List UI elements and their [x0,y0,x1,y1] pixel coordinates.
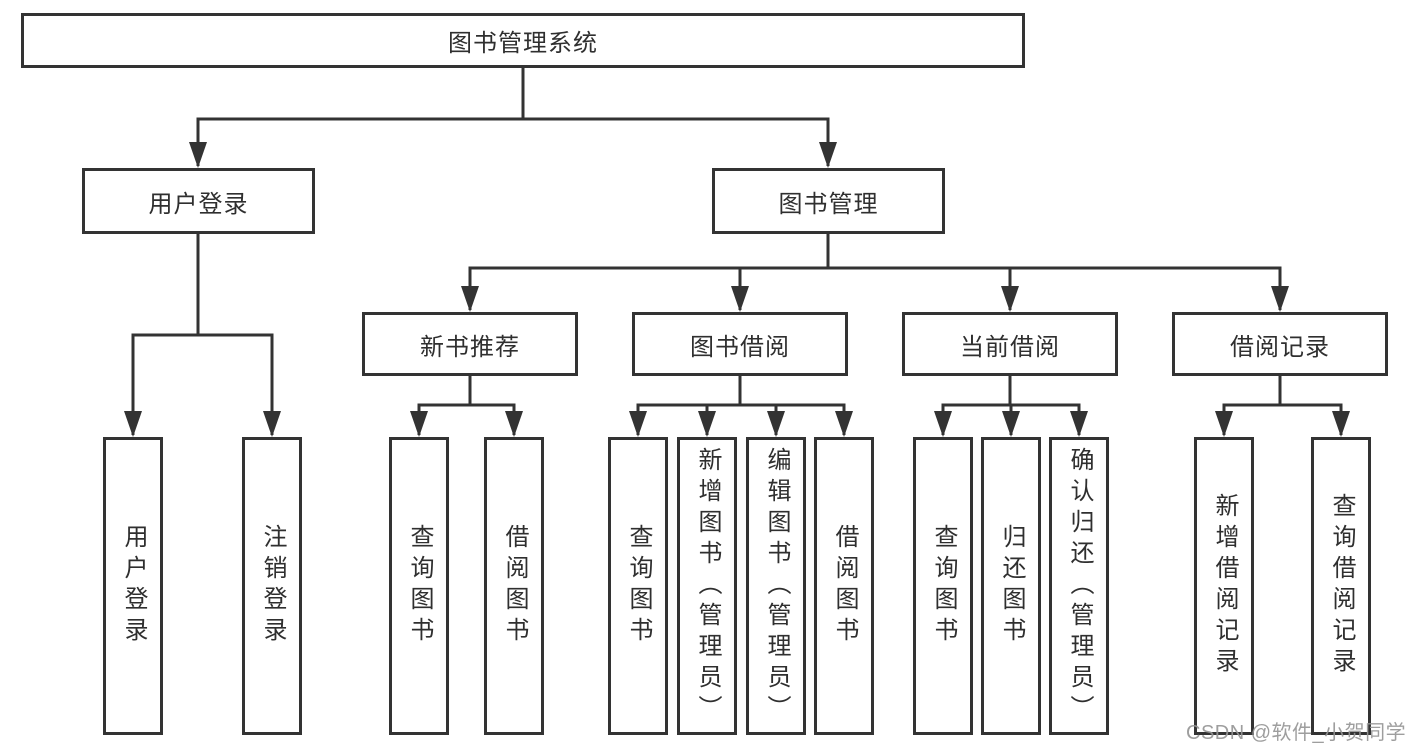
node-label: 归还图书 [998,524,1025,648]
leaf-confirm-return-admin: 确认归还（管理员） [1049,437,1109,735]
node-label: 用户登录 [120,524,147,648]
node-label: 查询图书 [406,524,433,648]
node-label: 确认归还（管理员） [1066,446,1093,726]
connector-currentborrow-to-leaves [934,375,1088,437]
leaf-user-login: 用户登录 [103,437,163,735]
node-label: 查询图书 [930,524,957,648]
node-label: 借阅记录 [1230,333,1330,361]
node-label: 当前借阅 [960,333,1060,361]
node-book-management: 图书管理 [712,168,945,234]
connector-borrowrecord-to-leaves [1215,375,1350,437]
csdn-watermark: CSDN @软件_小贺同学 [1186,722,1405,744]
node-current-borrow: 当前借阅 [902,312,1118,376]
node-user-login: 用户登录 [82,168,315,234]
leaf-edit-book-admin: 编辑图书（管理员） [746,437,806,735]
node-new-book-recommend: 新书推荐 [362,312,578,376]
leaf-borrow-books-recommend: 借阅图书 [484,437,544,735]
node-label: 注销登录 [259,524,286,648]
leaf-query-books-borrow: 查询图书 [608,437,668,735]
node-label: 新增借阅记录 [1211,493,1238,679]
node-label: 用户登录 [148,190,249,218]
node-book-borrow: 图书借阅 [632,312,848,376]
connector-bookborrow-to-leaves [629,375,853,437]
node-label: 借阅图书 [501,524,528,648]
leaf-query-books-current: 查询图书 [913,437,973,735]
leaf-logout: 注销登录 [242,437,302,735]
node-label: 借阅图书 [831,524,858,648]
node-label: 图书借阅 [690,333,790,361]
node-label: 图书管理系统 [448,30,598,57]
connector-newbook-to-leaves [410,375,523,437]
node-borrow-records: 借阅记录 [1172,312,1388,376]
connector-root-to-level2 [189,66,837,168]
leaf-query-borrow-record: 查询借阅记录 [1311,437,1371,735]
leaf-borrow-books-borrow: 借阅图书 [814,437,874,735]
node-label: 新书推荐 [420,333,520,361]
node-label: 图书管理 [778,190,879,218]
leaf-add-book-admin: 新增图书（管理员） [677,437,737,735]
node-label: 查询图书 [625,524,652,648]
node-label: 编辑图书（管理员） [763,446,790,726]
connector-userlogin-to-leaves [124,233,281,437]
node-label: 查询借阅记录 [1328,493,1355,679]
leaf-query-books-recommend: 查询图书 [389,437,449,735]
leaf-return-books: 归还图书 [981,437,1041,735]
connector-bookmgmt-to-level3 [461,233,1289,312]
leaf-add-borrow-record: 新增借阅记录 [1194,437,1254,735]
node-label: 新增图书（管理员） [694,446,721,726]
node-root-library-system: 图书管理系统 [21,13,1025,68]
